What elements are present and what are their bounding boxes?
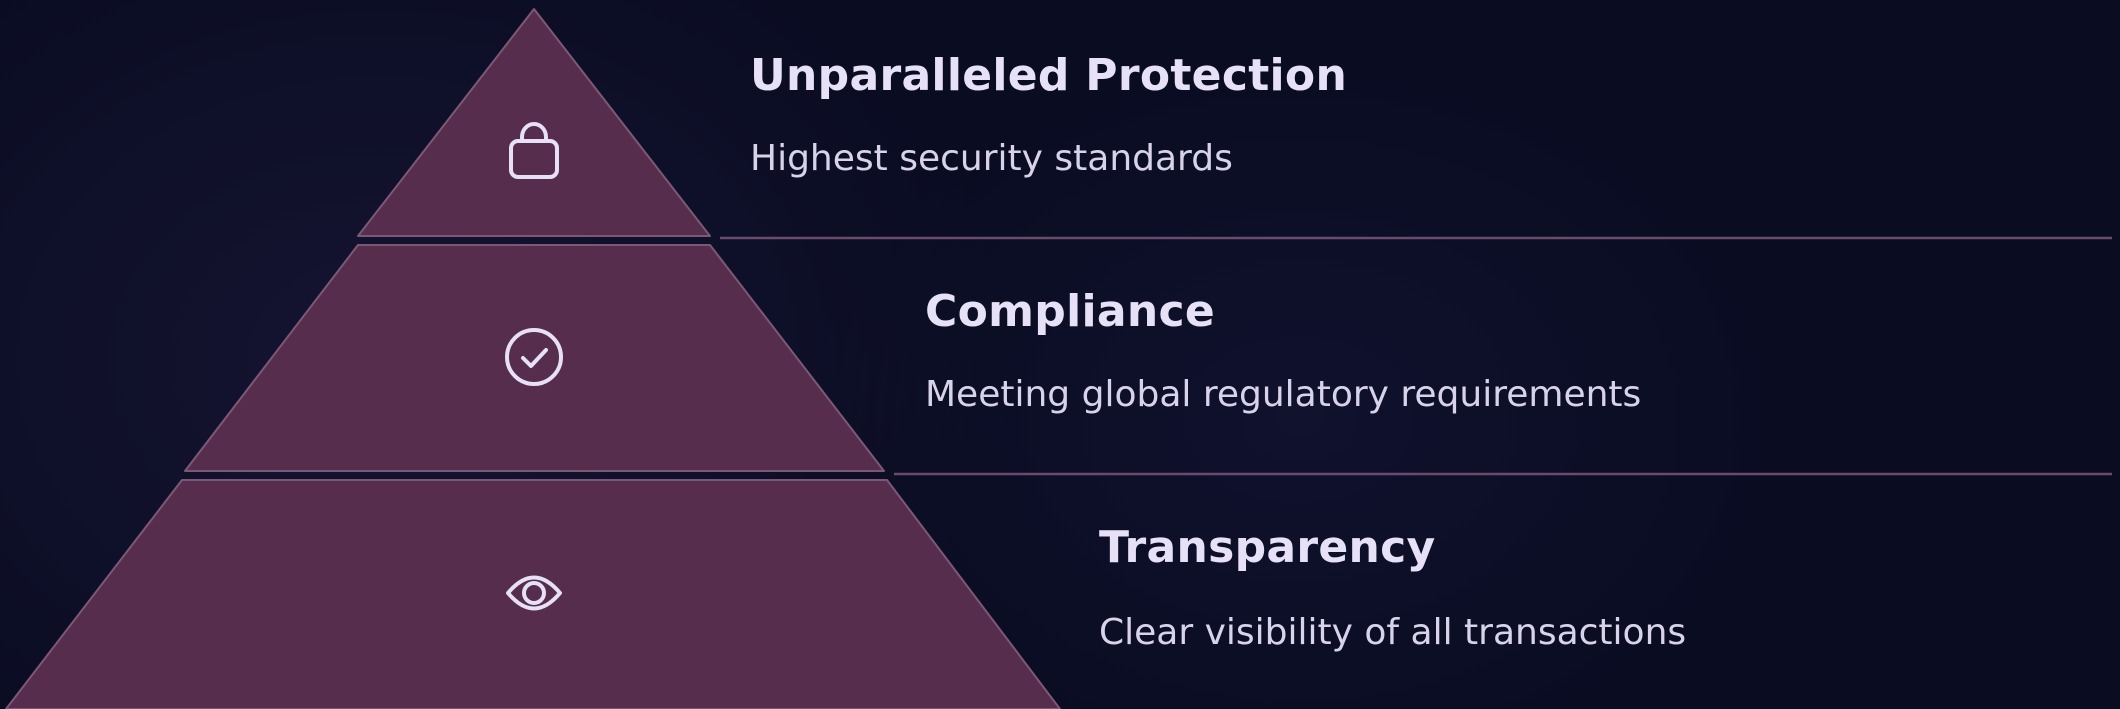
tier-subtitle-protection: Highest security standards [750, 138, 1233, 179]
pyramid-tier-middle [184, 244, 885, 472]
lock-icon [509, 122, 559, 179]
check-circle-icon [505, 328, 563, 386]
pyramid-tier-bottom [5, 479, 1061, 709]
eye-icon [506, 575, 562, 611]
tier-title-protection: Unparalleled Protection [750, 50, 1348, 101]
tier-subtitle-compliance: Meeting global regulatory requirements [925, 374, 1642, 415]
tier-subtitle-transparency: Clear visibility of all transactions [1099, 612, 1687, 653]
tier-title-transparency: Transparency [1099, 522, 1436, 573]
tier-title-compliance: Compliance [925, 286, 1215, 337]
